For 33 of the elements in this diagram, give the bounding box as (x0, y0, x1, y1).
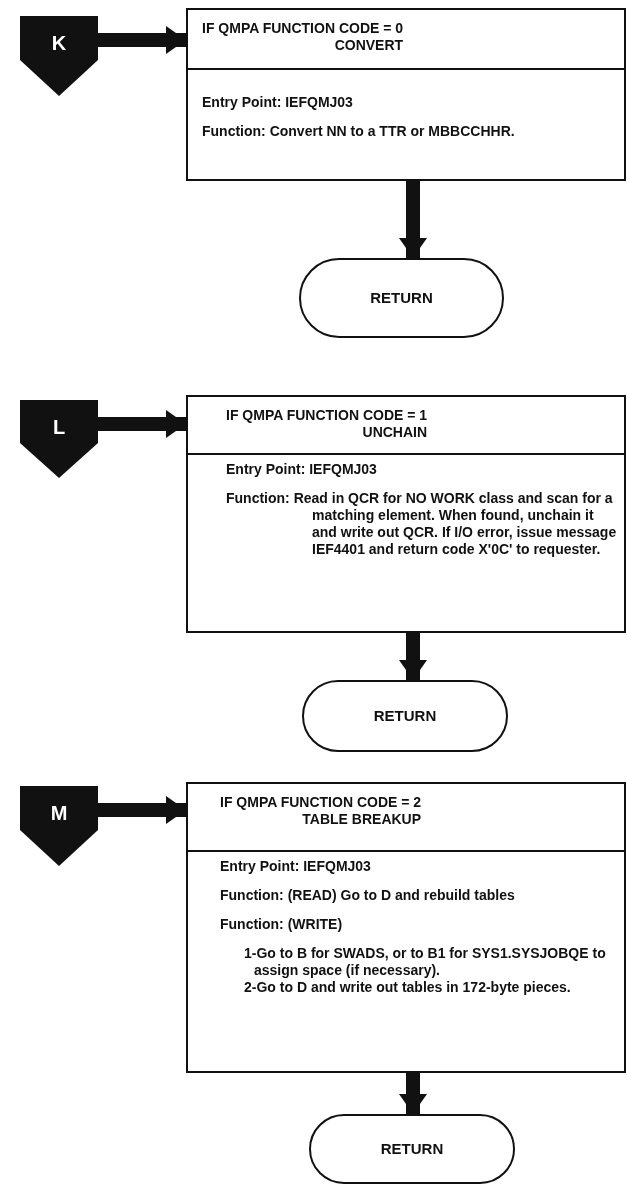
entry-point-text: Entry Point: IEFQMJ03 (202, 94, 354, 111)
off-page-connector (20, 400, 98, 478)
off-page-connector (20, 16, 98, 96)
arrow (98, 796, 186, 824)
box-heading: IF QMPA FUNCTION CODE = 0 (202, 20, 404, 37)
connector-letter: K (50, 32, 68, 55)
terminal-label: RETURN (372, 707, 438, 724)
box-heading: IF QMPA FUNCTION CODE = 2 (220, 794, 422, 811)
off-page-connector (20, 786, 98, 866)
arrow (399, 181, 427, 258)
connector-letter: L (51, 416, 67, 439)
entry-point-text: Entry Point: IEFQMJ03 (226, 461, 378, 478)
process-box (186, 8, 626, 181)
box-heading: TABLE BREAKUP (301, 811, 422, 828)
function-text: Function: (READ) Go to D and rebuild tables (220, 887, 516, 904)
box-heading: CONVERT (333, 37, 404, 54)
entry-point-text: Entry Point: IEFQMJ03 (220, 858, 372, 875)
terminal-label: RETURN (379, 1140, 445, 1157)
arrow (399, 1073, 427, 1114)
function-text: Function: Convert NN to a TTR or MBBCCHHR. (202, 123, 516, 140)
box-heading: IF QMPA FUNCTION CODE = 1 (226, 407, 428, 424)
process-box (186, 782, 626, 1073)
arrow (98, 410, 186, 438)
step-text: 2-Go to D and write out tables in 172-byte pieces. (243, 979, 572, 996)
step-text: 1-Go to B for SWADS, or to B1 for SYS1.SYSJOBQE to assign space (if necessary). (243, 945, 607, 979)
arrow (98, 26, 186, 54)
function-text: Function: (WRITE) (220, 916, 344, 933)
function-text: Function: Read in QCR for NO WORK class and scan for a matching element. When found, unchain it and write out QCR. If I/O error, issue message IEF4401 and return code X'0C' to requester. (226, 490, 618, 558)
connector-letter: M (49, 802, 69, 825)
arrow (399, 633, 427, 680)
process-box (186, 395, 626, 633)
terminal-label: RETURN (369, 289, 434, 306)
box-heading: UNCHAIN (361, 424, 428, 441)
